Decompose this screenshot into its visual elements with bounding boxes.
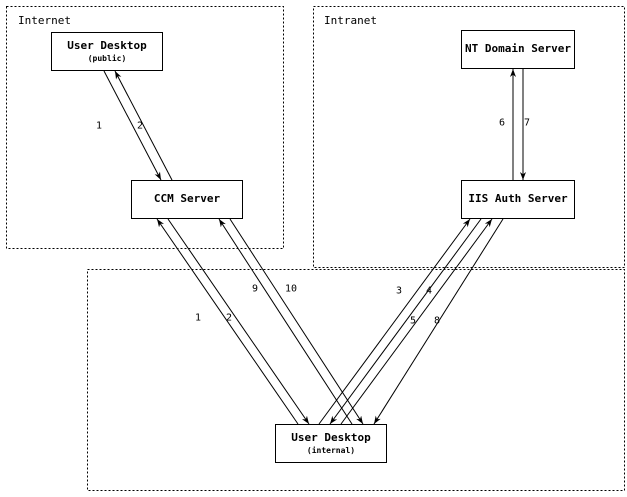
connector-step-2 — [114, 70, 173, 181]
connector-step-4 — [329, 218, 482, 425]
connector-step-3 — [318, 218, 471, 425]
flow-label-step-7: 7 — [523, 117, 531, 129]
flow-label-step-8: 8 — [433, 315, 441, 327]
flow-label-step-9: 9 — [251, 283, 259, 295]
node-nt-domain-server[interactable]: NT Domain Server — [461, 30, 575, 69]
zone-internal-border — [87, 269, 625, 491]
connector-step-9 — [218, 218, 353, 425]
flow-label-step-5: 5 — [409, 315, 417, 327]
flow-label-step-10: 10 — [284, 283, 298, 295]
flow-label-step-4: 4 — [425, 285, 433, 297]
node-title: User Desktop — [67, 39, 147, 53]
node-subtitle: (public) — [87, 53, 127, 63]
zone-label-intranet: Intranet — [324, 14, 377, 27]
zone-label-internet: Internet — [18, 14, 71, 27]
node-title: CCM Server — [153, 192, 221, 206]
flow-label-step-3: 3 — [395, 285, 403, 297]
node-title: IIS Auth Server — [468, 192, 568, 206]
node-subtitle: (internal) — [306, 445, 356, 455]
node-title: User Desktop — [291, 431, 371, 445]
connector-step-2-internal — [167, 218, 310, 425]
node-ccm-server[interactable]: CCM Server — [131, 180, 243, 219]
flow-label-step-1-internal: 1 — [194, 312, 202, 324]
node-iis-auth-server[interactable]: IIS Auth Server — [461, 180, 575, 219]
flow-label-step-6: 6 — [498, 117, 506, 129]
zone-borders — [6, 6, 625, 491]
node-user-desktop-internal[interactable]: User Desktop (internal) — [275, 424, 387, 463]
flow-label-step-2: 2 — [136, 120, 144, 132]
connector-step-1 — [103, 70, 162, 181]
connector-step-1-internal — [156, 218, 299, 425]
connectors — [103, 69, 526, 425]
zone-internet-border — [6, 6, 284, 249]
connector-step-5 — [340, 218, 493, 425]
flow-label-step-1: 1 — [95, 120, 103, 132]
zone-intranet-border — [313, 6, 625, 268]
node-title: NT Domain Server — [465, 42, 571, 56]
connector-step-8 — [373, 218, 504, 425]
flow-label-step-2-internal: 2 — [225, 312, 233, 324]
node-user-desktop-public[interactable]: User Desktop (public) — [51, 32, 163, 71]
connector-step-10 — [229, 218, 364, 425]
